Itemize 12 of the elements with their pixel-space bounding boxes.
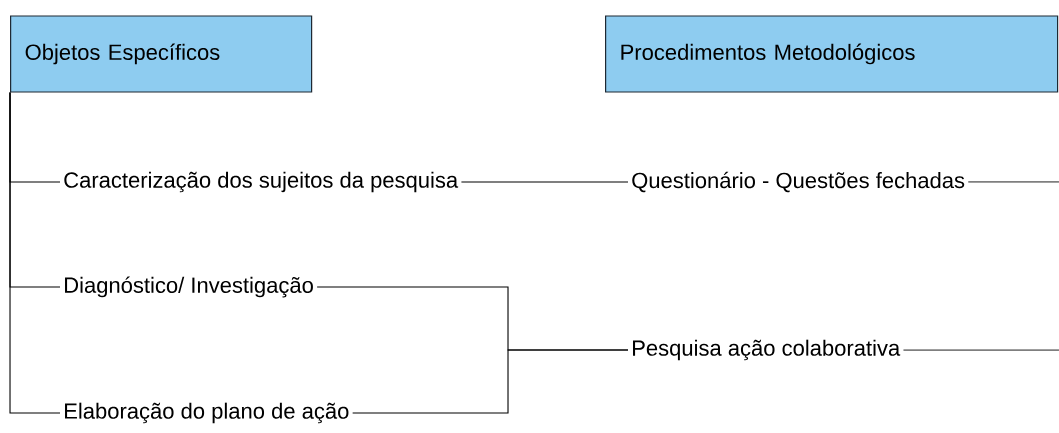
title-box: Procedimentos Metodológicos — [605, 15, 1059, 93]
item-text: Diagnóstico/ Investigação — [65, 276, 313, 298]
connector-line — [9, 92, 61, 414]
connector-line — [460, 181, 629, 183]
item-text: Caracterização dos sujeitos da pesquisa — [64, 171, 459, 193]
item-text: Pesquisa ação colaborativa — [633, 339, 901, 361]
connector-line — [902, 349, 1059, 351]
item-text: Elaboração do plano de ação — [65, 402, 349, 424]
connector-line — [967, 181, 1059, 183]
title-box: Objetos Específicos — [10, 15, 313, 93]
item-text: Questionário - Questões fechadas — [632, 171, 965, 193]
connector-line — [352, 349, 629, 414]
